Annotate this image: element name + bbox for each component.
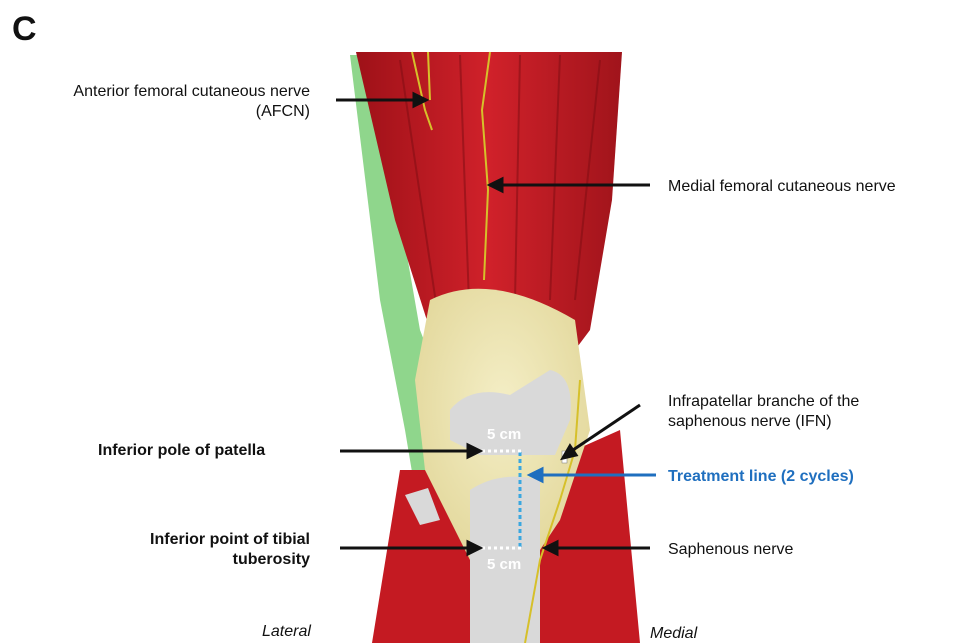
medial-femoral-label: Medial femoral cutaneous nerve xyxy=(668,177,896,197)
tibial-tuberosity-label: Inferior point of tibial tuberosity xyxy=(70,530,310,570)
tibial-label-line1: Inferior point of tibial xyxy=(70,530,310,550)
inferior-pole-label: Inferior pole of patella xyxy=(98,441,265,461)
infrapatellar-label-line1: Infrapatellar branche of the xyxy=(668,392,859,412)
tibial-label-line2: tuberosity xyxy=(70,550,310,570)
saphenous-label: Saphenous nerve xyxy=(668,540,793,560)
cm-label-top: 5 cm xyxy=(487,426,521,443)
panel-letter: C xyxy=(12,10,37,49)
treatment-line-label: Treatment line (2 cycles) xyxy=(668,467,854,487)
afcn-label: Anterior femoral cutaneous nerve (AFCN) xyxy=(10,82,310,122)
afcn-label-line1: Anterior femoral cutaneous nerve xyxy=(10,82,310,102)
lateral-label: Lateral xyxy=(262,622,311,642)
medial-label: Medial xyxy=(650,624,697,644)
cm-label-bottom: 5 cm xyxy=(487,556,521,573)
afcn-label-line2: (AFCN) xyxy=(10,102,310,122)
infrapatellar-label-line2: saphenous nerve (IFN) xyxy=(668,412,859,432)
infrapatellar-label: Infrapatellar branche of the saphenous n… xyxy=(668,392,859,432)
